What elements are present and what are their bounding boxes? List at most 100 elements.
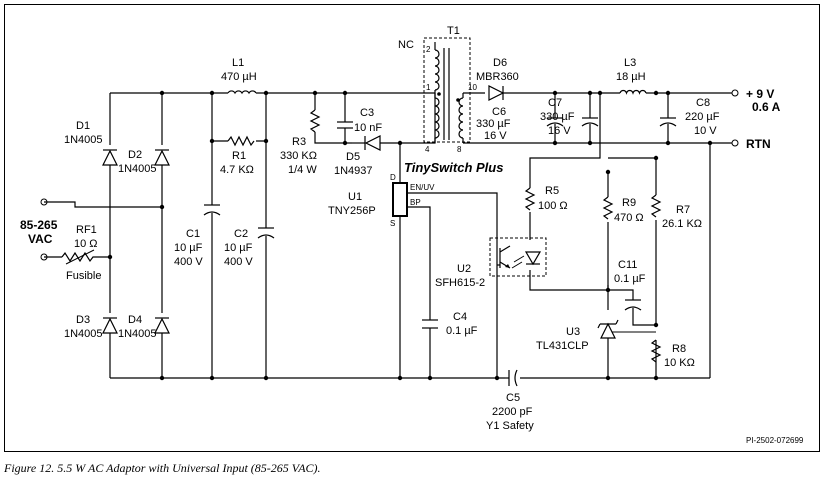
u1-pin-bp: BP xyxy=(410,198,421,207)
c5-value: 2200 pF xyxy=(492,406,533,418)
c5-rating: Y1 Safety xyxy=(486,420,534,432)
d2-ref: D2 xyxy=(128,149,142,161)
d2-diode xyxy=(154,149,170,166)
c8-value: 220 µF xyxy=(685,111,720,123)
d5-ref: D5 xyxy=(346,151,360,163)
u1-tny256p xyxy=(392,182,408,217)
l1-value: 470 µH xyxy=(221,71,257,83)
brand-label: TinySwitch Plus xyxy=(404,160,503,175)
d5-value: 1N4937 xyxy=(334,165,373,177)
r1-resistor xyxy=(227,135,255,147)
c3-ref: C3 xyxy=(360,107,374,119)
d4-ref: D4 xyxy=(128,314,142,326)
c6-ref: C6 xyxy=(492,106,506,118)
d1-diode xyxy=(102,149,118,166)
c5-capacitor xyxy=(505,369,518,387)
t1-pin-8: 8 xyxy=(457,145,462,154)
c6-capacitor xyxy=(546,117,564,127)
c8-ref: C8 xyxy=(696,97,710,109)
d4-value: 1N4005 xyxy=(118,328,157,340)
r1-ref: R1 xyxy=(232,150,246,162)
l3-ref: L3 xyxy=(624,57,636,69)
r8-resistor xyxy=(650,339,662,363)
d1-ref: D1 xyxy=(76,120,90,132)
output-current: 0.6 A xyxy=(752,100,781,114)
r3-ref: R3 xyxy=(292,136,306,148)
c8-rating: 10 V xyxy=(694,125,717,137)
c7-rating: 16 V xyxy=(548,125,571,137)
c1-value: 10 µF xyxy=(174,242,203,254)
c2-value: 10 µF xyxy=(224,242,253,254)
u2-ref: U2 xyxy=(457,263,471,275)
d1-value: 1N4005 xyxy=(64,134,103,146)
output-terminal-rtn xyxy=(731,139,739,147)
c2-rating: 400 V xyxy=(224,256,253,268)
u1-pin-s: S xyxy=(390,219,395,228)
c3-value: 10 nF xyxy=(354,122,382,134)
d3-ref: D3 xyxy=(76,314,90,326)
c4-ref: C4 xyxy=(453,311,467,323)
l3-value: 18 µH xyxy=(616,71,646,83)
t1-pin-10: 10 xyxy=(468,83,477,92)
t1-ref: T1 xyxy=(447,25,460,37)
r3-rating: 1/4 W xyxy=(288,164,317,176)
u1-pin-en: EN/UV xyxy=(410,183,435,192)
r9-resistor xyxy=(602,196,614,220)
u3-ref: U3 xyxy=(566,326,580,338)
ac-input-terminal-2 xyxy=(40,253,48,261)
r5-ref: R5 xyxy=(545,185,559,197)
output-voltage: + 9 V xyxy=(746,87,774,101)
r9-value: 470 Ω xyxy=(614,212,644,224)
input-unit: VAC xyxy=(28,232,53,246)
c4-value: 0.1 µF xyxy=(446,325,478,337)
c2-ref: C2 xyxy=(234,228,248,240)
c1-ref: C1 xyxy=(186,228,200,240)
u3-tl431 xyxy=(597,319,656,339)
r7-value: 26.1 KΩ xyxy=(662,218,702,230)
schematic-frame xyxy=(4,4,820,452)
r9-ref: R9 xyxy=(622,197,636,209)
rf1-resistor xyxy=(61,249,98,265)
t1-pin-1: 1 xyxy=(426,83,431,92)
r7-resistor xyxy=(650,194,662,218)
t1-nc: NC xyxy=(398,39,414,51)
c7-ref: C7 xyxy=(548,97,562,109)
c2-capacitor xyxy=(257,227,275,239)
d6-diode xyxy=(488,85,505,101)
c4-capacitor xyxy=(422,319,438,329)
t1-transformer xyxy=(423,37,471,143)
c6-rating: 16 V xyxy=(484,130,507,142)
c11-value: 0.1 µF xyxy=(614,273,646,285)
c3-capacitor xyxy=(337,121,353,129)
d3-value: 1N4005 xyxy=(64,328,103,340)
rf1-note: Fusible xyxy=(66,270,101,282)
rf1-ref: RF1 xyxy=(76,224,97,236)
u1-ref: U1 xyxy=(348,191,362,203)
r7-ref: R7 xyxy=(676,204,690,216)
r3-resistor xyxy=(309,109,321,133)
c6-value: 330 µF xyxy=(476,118,511,130)
t1-pin-2: 2 xyxy=(426,45,431,54)
l1-ref: L1 xyxy=(232,57,244,69)
input-voltage: 85-265 xyxy=(20,218,58,232)
u1-value: TNY256P xyxy=(328,205,376,217)
u3-value: TL431CLP xyxy=(536,340,589,352)
rtn-label: RTN xyxy=(746,137,771,151)
c8-capacitor xyxy=(659,117,677,127)
r1-value: 4.7 KΩ xyxy=(220,164,254,176)
t1-pin-4: 4 xyxy=(425,145,430,154)
c7-value: 330 µF xyxy=(540,111,575,123)
junction-dots xyxy=(107,90,713,381)
document-id: PI-2502-072699 xyxy=(746,436,804,445)
d6-ref: D6 xyxy=(493,57,507,69)
ac-input-terminal-1 xyxy=(40,198,48,206)
c11-capacitor xyxy=(624,299,642,311)
u1-pin-d: D xyxy=(390,173,396,182)
r5-value: 100 Ω xyxy=(538,200,568,212)
u2-optocoupler xyxy=(489,237,547,277)
figure-caption: Figure 12. 5.5 W AC Adaptor with Univers… xyxy=(4,461,321,475)
c7-capacitor xyxy=(581,117,599,127)
d2-value: 1N4005 xyxy=(118,163,157,175)
r8-ref: R8 xyxy=(672,343,686,355)
